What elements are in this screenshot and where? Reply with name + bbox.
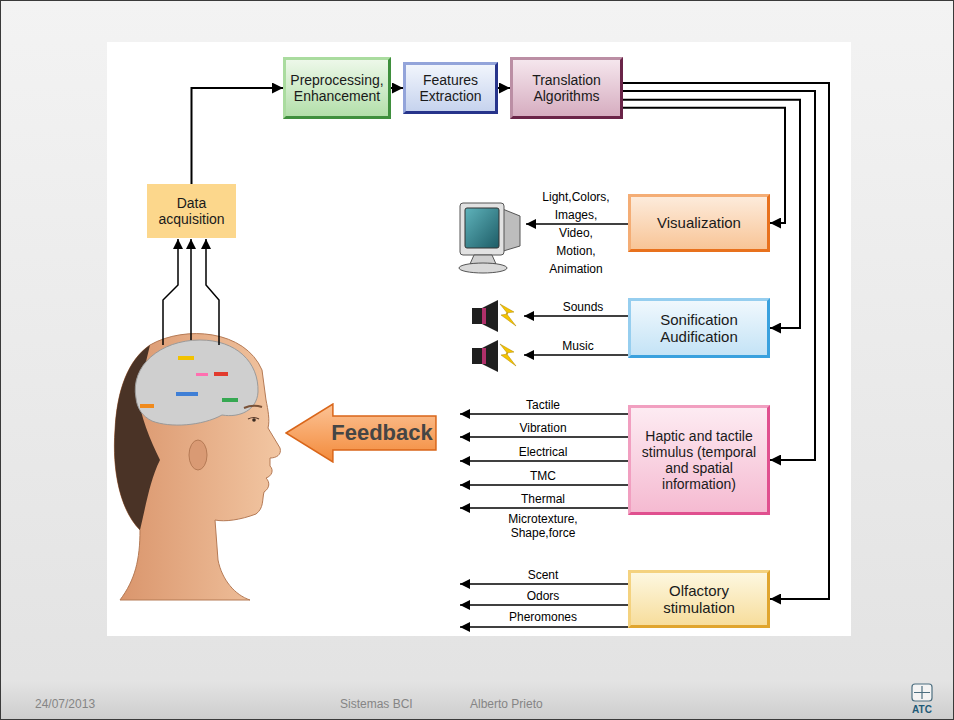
output-label: Thermal (521, 492, 565, 506)
logo-emblem (912, 684, 932, 701)
monitor-base (459, 263, 507, 273)
sound-bolt (500, 344, 516, 366)
output-arrow (460, 626, 628, 628)
output-arrow (524, 354, 628, 356)
brain-area-mark (140, 404, 154, 408)
connector-arrow (623, 100, 800, 328)
connector-arrow (623, 83, 829, 599)
node-text: Feedback (329, 420, 435, 445)
electrode-wires (163, 239, 219, 345)
speaker-cone (482, 308, 486, 324)
node-text: Sonification Audification (634, 311, 764, 346)
output-box: Haptic and tactile stimulus (temporal an… (628, 405, 770, 515)
output-arrow (460, 507, 628, 509)
node-text: Preprocessing, Enhancement (288, 72, 386, 104)
brain-overlay (135, 340, 258, 425)
process-box: Features Extraction (403, 62, 498, 114)
brain-area-mark (196, 373, 208, 376)
acquisition-box: Data acquisition (147, 184, 236, 238)
output-arrow (460, 436, 628, 438)
head-skin (114, 334, 280, 600)
sound-bolt (500, 304, 516, 326)
connector-arrow (498, 87, 510, 89)
speaker-body (472, 340, 498, 372)
output-label: Scent (528, 568, 559, 582)
output-arrow (526, 223, 628, 225)
ear (189, 440, 207, 470)
eye-pupil (252, 418, 256, 422)
output-arrow (460, 413, 628, 415)
brain-area-mark (178, 356, 194, 360)
footer-author: Alberto Prieto (470, 697, 543, 711)
eyebrow (244, 406, 262, 408)
connector-arrow (192, 88, 284, 184)
output-label: Light,Colors, Images, Video, Motion, Ani… (542, 188, 609, 278)
output-label: Tactile (526, 398, 560, 412)
output-box: Sonification Audification (628, 298, 770, 358)
output-label: Odors (527, 589, 560, 603)
node-text: Features Extraction (409, 72, 492, 104)
node-text: Haptic and tactile stimulus (temporal an… (639, 428, 759, 492)
speaker-cone (482, 348, 486, 364)
speaker-body (472, 300, 498, 332)
brain-area-mark (176, 392, 198, 396)
signal-wire (163, 239, 178, 345)
arrow-outline (286, 404, 436, 462)
output-label: Music (562, 339, 593, 353)
output-arrow (460, 484, 628, 486)
speaker-icon (472, 340, 516, 372)
monitor-bezel (460, 203, 504, 255)
output-arrow (460, 460, 628, 462)
output-label: TMC (530, 469, 556, 483)
output-arrow (460, 604, 628, 606)
output-label: Microtexture, Shape,force (508, 512, 577, 540)
signal-wire (190, 239, 192, 340)
output-arrow (524, 315, 628, 317)
node-text: Data acquisition (151, 195, 232, 227)
brain-area-mark (214, 372, 228, 376)
head-illustration (114, 334, 280, 600)
signal-wire (206, 239, 219, 345)
output-arrow (460, 583, 628, 585)
footer-date: 24/07/2013 (35, 697, 95, 711)
logo-frame (912, 684, 932, 701)
output-label: Pheromones (509, 610, 577, 624)
output-box: Visualization (628, 194, 770, 252)
logo-cross (914, 686, 930, 699)
output-label: Vibration (519, 421, 566, 435)
monitor-icon (459, 203, 520, 273)
brain-area-mark (222, 398, 238, 402)
figure-panel (107, 42, 851, 636)
footer-title: Sistemas BCI (340, 697, 413, 711)
output-label: Electrical (519, 445, 568, 459)
output-label: Sounds (563, 300, 604, 314)
footer-band (0, 680, 954, 720)
feedback-arrow: Feedback (285, 403, 437, 463)
process-box: Preprocessing, Enhancement (283, 57, 391, 119)
connector-arrow (391, 87, 403, 89)
output-box: Olfactory stimulation (628, 570, 770, 628)
node-text: Olfactory stimulation (634, 582, 764, 617)
node-text: Translation Algorithms (515, 72, 618, 104)
process-box: Translation Algorithms (510, 57, 623, 119)
monitor-screen (465, 208, 499, 248)
output-arrows (460, 224, 628, 627)
speaker-icon (472, 300, 516, 332)
logo-text: ATC (912, 703, 932, 717)
node-text: Visualization (634, 214, 764, 231)
